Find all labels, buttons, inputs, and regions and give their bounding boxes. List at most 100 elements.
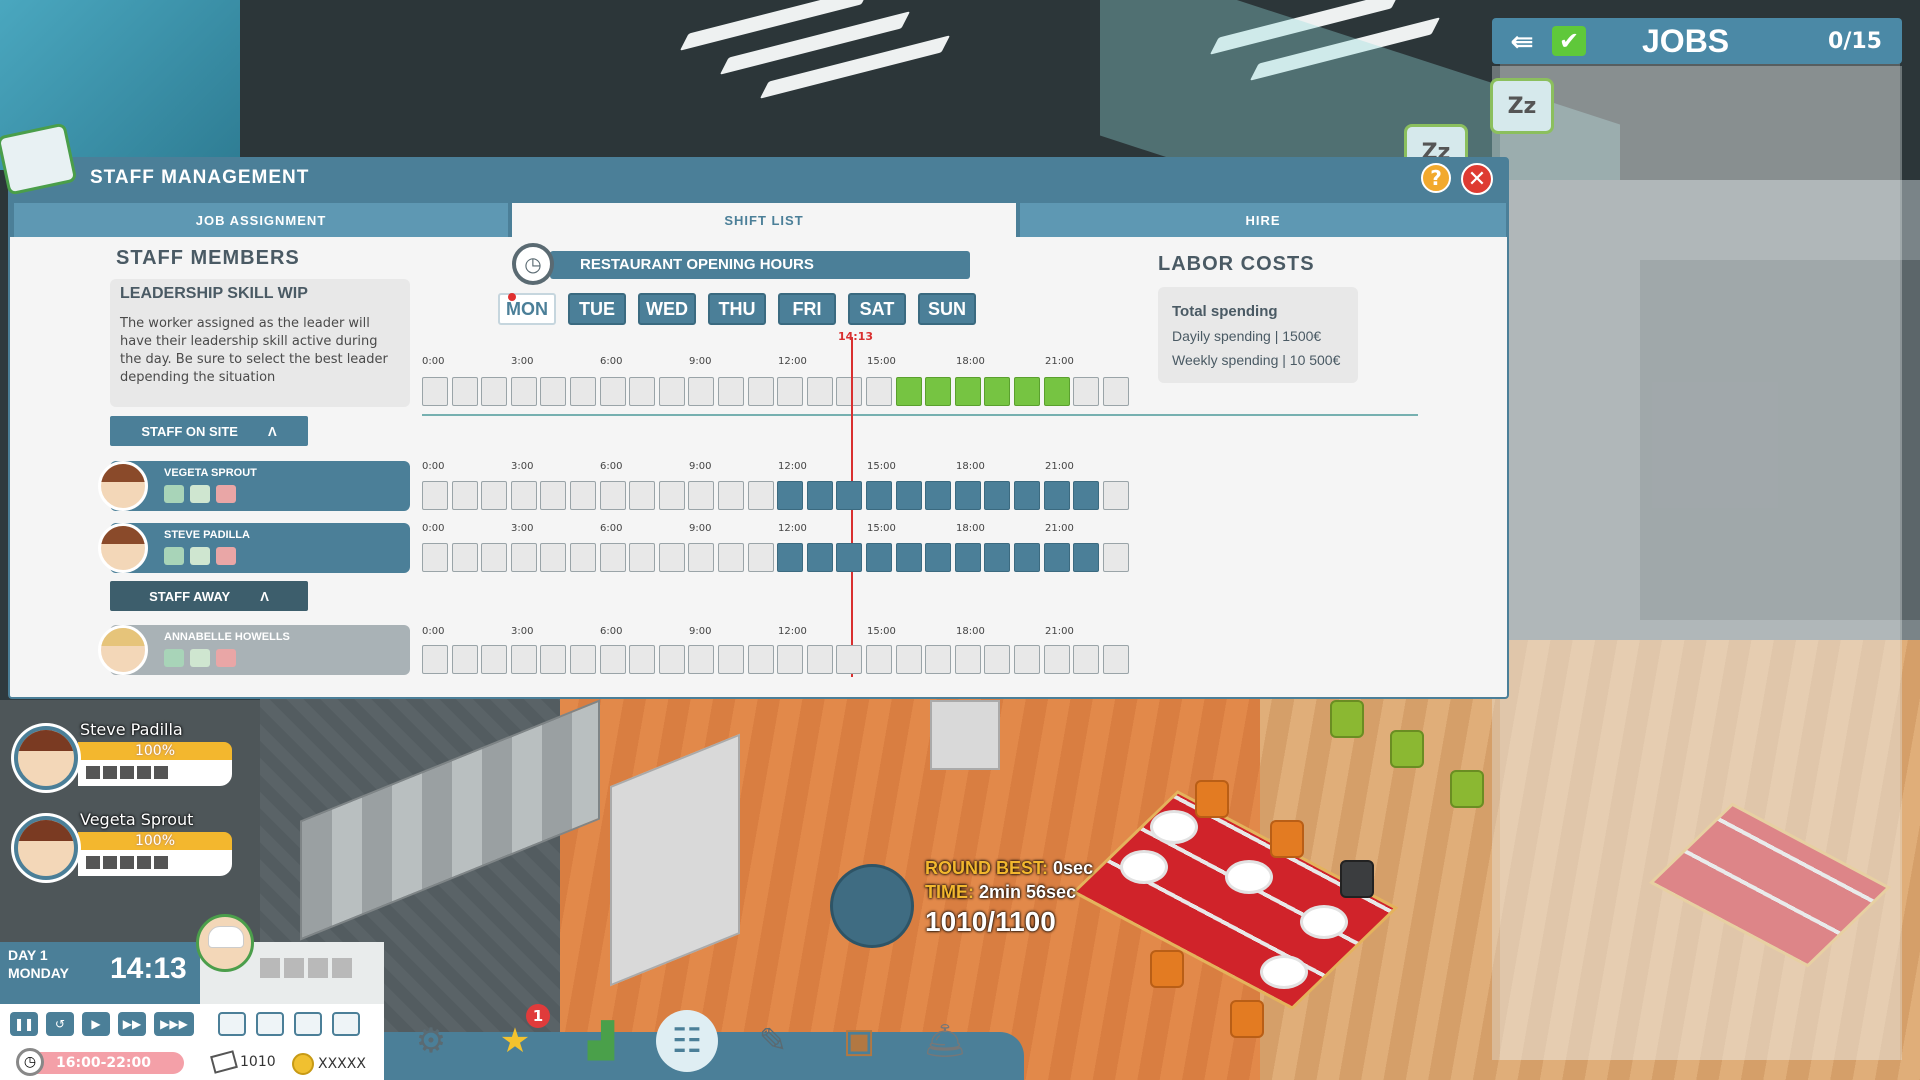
shift-slot[interactable] — [747, 481, 774, 510]
shift-slot[interactable] — [718, 543, 744, 572]
clipboard-icon[interactable]: ✎ — [758, 1021, 788, 1061]
check-icon[interactable]: ✔ — [1552, 26, 1586, 56]
worker-status-vegeta[interactable]: Vegeta Sprout 100% — [14, 810, 234, 880]
shift-slot[interactable] — [629, 645, 656, 674]
shift-slot[interactable] — [599, 645, 626, 674]
shift-slot[interactable] — [1043, 645, 1070, 674]
shift-slot[interactable] — [540, 645, 567, 674]
shift-slot[interactable] — [747, 543, 774, 572]
shift-slot[interactable] — [984, 543, 1011, 572]
shift-slot[interactable] — [422, 645, 448, 674]
shift-slot[interactable] — [806, 481, 833, 510]
gear-icon[interactable]: ⚙ — [415, 1021, 447, 1061]
day-button-wed[interactable]: WED — [638, 293, 696, 325]
shift-slot[interactable] — [481, 645, 508, 674]
shift-slot[interactable] — [658, 645, 685, 674]
shift-slot[interactable] — [451, 481, 478, 510]
opening-hour-slot[interactable] — [866, 377, 892, 406]
day-button-sat[interactable]: SAT — [848, 293, 906, 325]
shift-slot[interactable] — [658, 543, 685, 572]
assign-icon[interactable]: ⇚ — [1510, 24, 1534, 58]
opening-hour-slot[interactable] — [451, 377, 478, 406]
opening-hour-slot[interactable] — [570, 377, 596, 406]
shift-slot[interactable] — [1102, 481, 1129, 510]
shift-slot[interactable] — [570, 645, 596, 674]
day-button-thu[interactable]: THU — [708, 293, 766, 325]
shift-slot[interactable] — [1014, 481, 1040, 510]
opening-hour-slot[interactable] — [599, 377, 626, 406]
opening-hour-slot[interactable] — [422, 377, 448, 406]
opening-hour-slot[interactable] — [1073, 377, 1100, 406]
bell-icon[interactable]: 🛎 — [923, 1021, 967, 1061]
tab-shift-list[interactable]: SHIFT LIST — [512, 203, 1016, 237]
shift-slot[interactable] — [1014, 543, 1040, 572]
staff-card-vegeta[interactable]: VEGETA SPROUT — [110, 461, 410, 511]
shift-slot[interactable] — [866, 645, 892, 674]
shift-slot[interactable] — [777, 481, 804, 510]
opening-hour-slot[interactable] — [925, 377, 952, 406]
shift-slot[interactable] — [481, 543, 508, 572]
shift-slot[interactable] — [777, 645, 804, 674]
shift-slot[interactable] — [422, 481, 448, 510]
opening-hour-slot[interactable] — [510, 377, 537, 406]
shift-slot[interactable] — [1073, 481, 1100, 510]
opening-hour-slot[interactable] — [895, 377, 922, 406]
shift-slot[interactable] — [895, 543, 922, 572]
shift-slot[interactable] — [688, 481, 715, 510]
fastest-forward-icon[interactable]: ▶▶▶ — [154, 1012, 194, 1036]
shift-slot[interactable] — [599, 543, 626, 572]
shift-slot[interactable] — [1102, 645, 1129, 674]
shift-slot[interactable] — [954, 645, 981, 674]
day-button-mon[interactable]: MON — [498, 293, 556, 325]
star-icon[interactable]: ★ — [499, 1021, 531, 1061]
shift-slot[interactable] — [866, 481, 892, 510]
shift-slot[interactable] — [895, 645, 922, 674]
shift-slot[interactable] — [895, 481, 922, 510]
shift-slot[interactable] — [777, 543, 804, 572]
shift-slot[interactable] — [718, 645, 744, 674]
chef-status[interactable] — [196, 914, 384, 1004]
opening-hour-slot[interactable] — [718, 377, 744, 406]
shift-slot[interactable] — [836, 543, 863, 572]
staff-away-toggle[interactable]: STAFF AWAY Λ — [110, 581, 308, 611]
copy-icon[interactable] — [256, 1012, 284, 1036]
shift-slot[interactable] — [1014, 645, 1040, 674]
shift-slot[interactable] — [540, 543, 567, 572]
shift-slot[interactable] — [1073, 543, 1100, 572]
shift-slot[interactable] — [836, 645, 863, 674]
opening-hour-slot[interactable] — [1102, 377, 1129, 406]
worker-status-steve[interactable]: Steve Padilla 100% — [14, 720, 234, 790]
shift-slot[interactable] — [451, 645, 478, 674]
shift-slot[interactable] — [1043, 543, 1070, 572]
shift-slot[interactable] — [451, 543, 478, 572]
day-button-tue[interactable]: TUE — [568, 293, 626, 325]
blueprint-icon[interactable] — [218, 1012, 246, 1036]
opening-hour-slot[interactable] — [806, 377, 833, 406]
opening-hour-slot[interactable] — [984, 377, 1011, 406]
shift-slot[interactable] — [836, 481, 863, 510]
opening-hour-slot[interactable] — [777, 377, 804, 406]
shift-slot[interactable] — [925, 645, 952, 674]
shift-slot[interactable] — [1073, 645, 1100, 674]
shift-slot[interactable] — [688, 645, 715, 674]
shift-slot[interactable] — [954, 481, 981, 510]
shift-slot[interactable] — [570, 543, 596, 572]
staff-card-steve[interactable]: STEVE PADILLA — [110, 523, 410, 573]
shift-slot[interactable] — [510, 481, 537, 510]
play-icon[interactable]: ▶ — [82, 1012, 110, 1036]
shift-slot[interactable] — [481, 481, 508, 510]
box-icon[interactable]: ▣ — [842, 1021, 876, 1061]
shift-slot[interactable] — [510, 645, 537, 674]
shift-slot[interactable] — [1102, 543, 1129, 572]
shift-slot[interactable] — [925, 481, 952, 510]
pause-icon[interactable]: ❚❚ — [10, 1012, 38, 1036]
shift-slot[interactable] — [422, 543, 448, 572]
staff-on-site-toggle[interactable]: STAFF ON SITE Λ — [110, 416, 308, 446]
shift-slot[interactable] — [540, 481, 567, 510]
staff-card-icon[interactable]: ☷ — [656, 1010, 718, 1072]
shift-slot[interactable] — [806, 543, 833, 572]
shift-slot[interactable] — [925, 543, 952, 572]
tab-hire[interactable]: HIRE — [1020, 203, 1506, 237]
opening-hour-slot[interactable] — [836, 377, 863, 406]
move-icon[interactable] — [294, 1012, 322, 1036]
